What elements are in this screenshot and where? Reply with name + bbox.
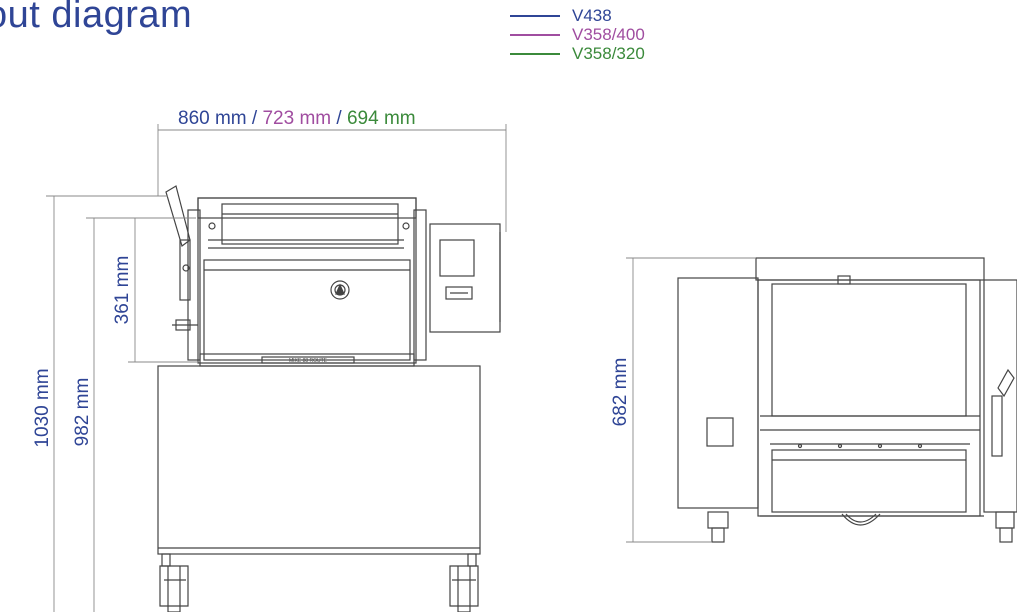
- handle-lever: [165, 185, 191, 301]
- base-cabinet: [157, 365, 481, 555]
- mixer-head: [197, 197, 417, 364]
- side-height-label: 682 mm: [610, 358, 631, 427]
- front-opening: [771, 283, 967, 417]
- legend-item-v358-400: V358/400: [510, 25, 645, 44]
- side-panel-left: [677, 277, 759, 509]
- control-panel: [429, 223, 501, 333]
- height-total-label: 1030 mm: [32, 368, 53, 447]
- width-dimension-label: 860 mm / 723 mm / 694 mm: [178, 108, 416, 129]
- foot-right: [995, 511, 1015, 543]
- legend-label: V438: [572, 6, 612, 25]
- lid: [221, 203, 399, 245]
- front-view-dimensions: [46, 124, 507, 612]
- side-view-dimensions: [626, 257, 756, 543]
- nameplate: [261, 356, 355, 364]
- page-title: out diagram: [0, 0, 193, 36]
- legend-item-v438: V438: [510, 6, 645, 25]
- top-rail: [755, 257, 985, 281]
- logo-icon: [330, 280, 350, 300]
- legend-label: V358/320: [572, 44, 645, 63]
- knob: [172, 319, 198, 331]
- side-vent: [706, 417, 734, 447]
- legend-line: [510, 52, 560, 55]
- legend-item-v358-320: V358/320: [510, 44, 645, 63]
- nameplate-text: MIXE 88 ROUTE: [289, 358, 328, 364]
- height-bowl-label: 361 mm: [112, 256, 133, 325]
- caster-left: [159, 553, 189, 612]
- control-display: [439, 239, 475, 277]
- foot-left: [707, 511, 729, 543]
- control-switch: [445, 286, 473, 300]
- height-body-label: 982 mm: [72, 378, 93, 447]
- legend-label: V358/400: [572, 25, 645, 44]
- legend-line: [510, 33, 560, 36]
- legend: V438 V358/400 V358/320: [510, 6, 645, 63]
- legend-line: [510, 14, 560, 17]
- front-view-machine: MIXE 88 ROUTE: [157, 185, 501, 612]
- caster-right: [449, 553, 479, 612]
- side-view-machine: [677, 257, 1017, 543]
